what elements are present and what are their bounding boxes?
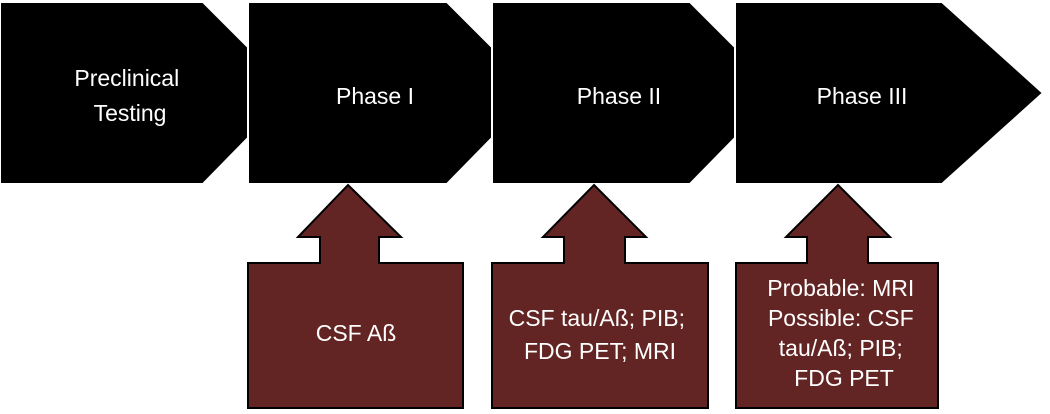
stage-shape-phase-3 <box>734 1 1045 185</box>
marker-label-line: FDG PET <box>794 365 894 391</box>
stage-label-phase-1: Phase I <box>336 83 414 109</box>
stage-label-phase-3: Phase III <box>817 83 908 109</box>
marker-label-phase-2: CSF tau/Aß; PIB; FDG PET; MRI <box>509 305 692 364</box>
stage-label-line: Phase III <box>817 83 908 109</box>
stage-label-line: Testing <box>94 100 167 126</box>
stage-label-line: Phase I <box>336 83 414 109</box>
stage-label-preclinical: Preclinical Testing <box>74 65 185 126</box>
marker-label-line: tau/Aß; PIB; <box>779 335 903 361</box>
stage-label-line: Phase II <box>577 83 661 109</box>
marker-label-phase-3: Probable: MRI Possible: CSF tau/Aß; PIB;… <box>767 275 920 391</box>
marker-shape-phase-3 <box>735 183 939 409</box>
marker-label-line: CSF Aß <box>316 320 397 346</box>
marker-shape-phase-2 <box>491 183 709 409</box>
marker-label-line: FDG PET; MRI <box>524 338 676 364</box>
marker-label-line: Probable: MRI <box>767 275 914 301</box>
stage-label-line: Preclinical <box>74 65 179 91</box>
marker-shape-phase-1 <box>247 183 464 409</box>
stage-shape-preclinical <box>0 1 249 185</box>
marker-label-line: CSF tau/Aß; PIB; <box>509 305 685 331</box>
stage-label-phase-2: Phase II <box>577 83 661 109</box>
marker-label-phase-1: CSF Aß <box>316 320 397 346</box>
marker-label-line: Possible: CSF <box>768 305 914 331</box>
